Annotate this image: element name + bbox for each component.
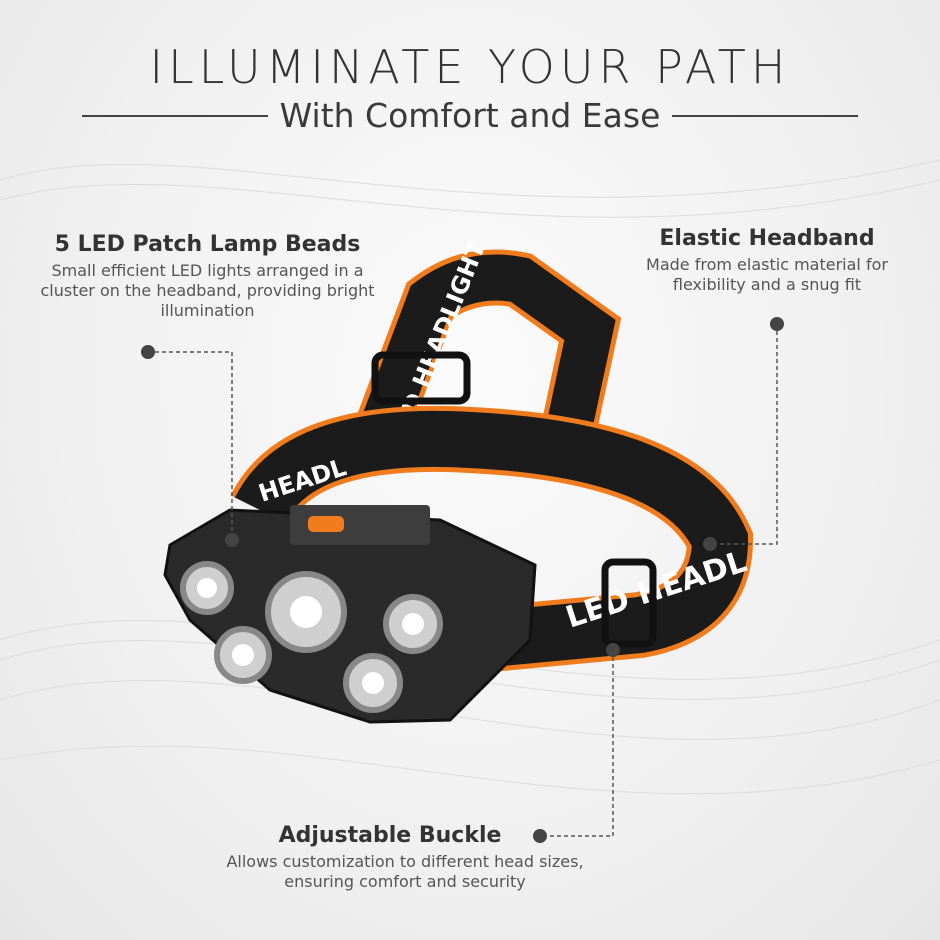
divider: [672, 114, 858, 117]
callout-heading: 5 LED Patch Lamp Beads: [54, 232, 361, 257]
callout-text: Made from elastic material for flexibili…: [646, 255, 888, 294]
page-title: ILLUMINATE YOUR PATH: [149, 40, 791, 94]
page-subtitle: With Comfort and Ease: [279, 96, 661, 135]
subtitle-row: With Comfort and Ease: [82, 96, 858, 135]
callout-heading: Elastic Headband: [659, 226, 875, 251]
callout-dots: [141, 317, 784, 843]
callout-led-beads: 5 LED Patch Lamp Beads Small efficient L…: [30, 232, 385, 321]
callout-leader-lines: [148, 324, 778, 837]
divider: [82, 114, 268, 117]
buckle-icon: [601, 558, 657, 648]
buckle-icon: [371, 351, 471, 405]
power-button: [308, 516, 344, 532]
callout-heading: Adjustable Buckle: [278, 823, 502, 848]
callout-text: Small efficient LED lights arranged in a…: [40, 261, 375, 320]
callout-headband: Elastic Headband Made from elastic mater…: [612, 226, 922, 295]
callout-buckle: Adjustable Buckle Allows customization t…: [195, 823, 615, 892]
lamp-body: [163, 505, 537, 724]
callout-text: Allows customization to different head s…: [226, 852, 584, 891]
